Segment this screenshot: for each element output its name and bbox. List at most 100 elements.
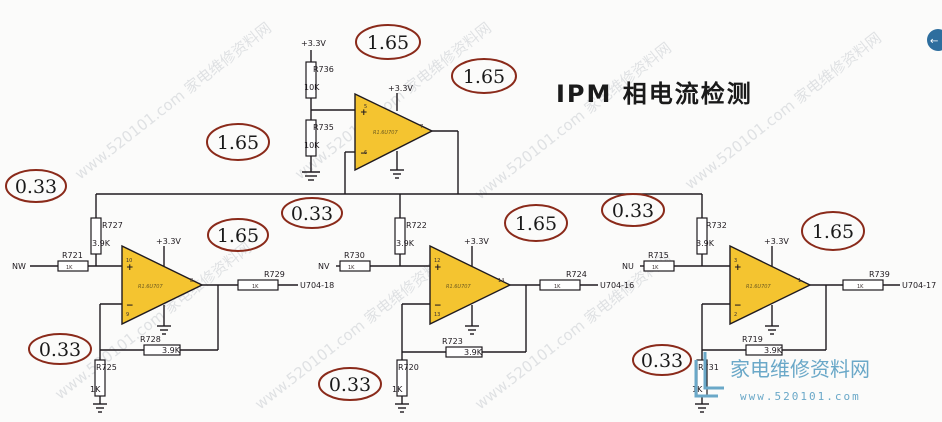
voltage-annotation: 1.65 — [355, 24, 421, 60]
supply-label: +3.3V — [764, 237, 789, 246]
page-title: IPM 相电流检测 — [556, 80, 753, 108]
resistor-value: 1K — [252, 284, 259, 290]
annotation-ring — [451, 58, 517, 94]
voltage-annotation: 1.65 — [504, 204, 568, 242]
resistor — [339, 260, 371, 272]
brand-mark-icon — [703, 352, 724, 390]
output-net-label: U704-17 — [902, 281, 936, 290]
resistor-ref: R725 — [96, 363, 117, 372]
brand-logo: 家电维修资料网 www.520101.com — [694, 352, 870, 403]
annotation-ring — [355, 24, 421, 60]
op-amp-part: R1.6U707 — [138, 284, 163, 290]
resistor — [90, 217, 102, 255]
annotation-value: 1.65 — [463, 66, 505, 88]
ground-symbol — [765, 325, 779, 335]
annotation-value: 0.33 — [291, 203, 333, 225]
pin-number: 14 — [498, 278, 504, 284]
resistor-ref: R731 — [698, 363, 719, 372]
output-net-label: U704-16 — [600, 281, 634, 290]
resistor-ref: R720 — [398, 363, 419, 372]
ground-symbol — [157, 325, 171, 335]
op-amp — [429, 244, 512, 326]
resistor-value: 3.9K — [396, 239, 415, 248]
watermark-text: www.520101.com 家电维修资料网 — [471, 39, 674, 203]
resistor-ref: R732 — [706, 221, 727, 230]
voltage-annotation: 0.33 — [318, 367, 382, 401]
op-amp-part: R1.6U707 — [446, 284, 471, 290]
resistor-value: 3.9K — [92, 239, 111, 248]
brand-url: www.520101.com — [740, 390, 861, 403]
pin-number: 13 — [434, 312, 440, 318]
input-net-label: NV — [318, 262, 330, 271]
resistor-ref: R721 — [62, 251, 83, 260]
pin-number: 5 — [364, 104, 367, 110]
annotation-value: 1.65 — [217, 225, 259, 247]
annotation-ring — [5, 169, 67, 203]
resistor-ref: R722 — [406, 221, 427, 230]
pin-number: 10 — [126, 258, 132, 264]
voltage-annotations: 1.651.651.650.330.331.651.650.331.650.33… — [5, 24, 865, 401]
resistor — [394, 217, 406, 255]
op-amp — [121, 244, 204, 326]
resistor-value: 3.9K — [764, 346, 783, 355]
voltage-annotation: 0.33 — [5, 169, 67, 203]
input-net-label: NW — [12, 262, 26, 271]
svg-text:+: + — [126, 263, 134, 273]
amplifier-channel: NWR7211KR7273.9KR1.6U707+−1098+3.3VR7251… — [12, 194, 334, 413]
annotation-value: 1.65 — [515, 213, 557, 235]
svg-text:−: − — [126, 301, 134, 311]
resistor-ref: R723 — [442, 337, 463, 346]
resistor-value: 1K — [90, 385, 101, 394]
svg-text:−: − — [360, 149, 368, 159]
resistor-value: 3.9K — [162, 346, 181, 355]
annotation-value: 0.33 — [15, 176, 57, 198]
annotation-value: 0.33 — [612, 200, 654, 222]
brand-mark-icon — [694, 360, 718, 398]
svg-text:+: + — [734, 263, 742, 273]
resistor-value: 1K — [857, 284, 864, 290]
resistor-value: 10K — [304, 83, 320, 92]
resistor-value: 1K — [348, 265, 355, 271]
pin-number: 8 — [190, 278, 193, 284]
resistor-ref: R730 — [344, 251, 365, 260]
voltage-annotation: 0.33 — [28, 333, 92, 365]
resistor-ref: R719 — [742, 335, 763, 344]
resistor-ref: R735 — [313, 123, 334, 132]
voltage-annotation: 0.33 — [281, 197, 343, 229]
resistor-value: 1K — [66, 265, 73, 271]
svg-text:+: + — [434, 263, 442, 273]
resistor-value: 1K — [652, 265, 659, 271]
amplifier-channel: NUR7151KR7323.9KR1.6U707+−321+3.3VR7311K… — [622, 194, 936, 413]
resistor-ref: R715 — [648, 251, 669, 260]
watermark-text: www.520101.com 家电维修资料网 — [681, 29, 884, 193]
voltage-annotation: 0.33 — [601, 193, 665, 227]
resistor-value: 1K — [554, 284, 561, 290]
pin-number: 12 — [434, 258, 440, 264]
ground-symbol — [390, 169, 404, 179]
amplifier-channels: NWR7211KR7273.9KR1.6U707+−1098+3.3VR7251… — [12, 194, 936, 413]
annotation-value: 0.33 — [641, 350, 683, 372]
resistor-ref: R736 — [313, 65, 334, 74]
output-net-label: U704-18 — [300, 281, 334, 290]
resistor-value: 1K — [392, 385, 403, 394]
corner-badge-icon: ← — [927, 29, 942, 51]
svg-text:−: − — [734, 301, 742, 311]
op-amp — [729, 244, 812, 326]
resistor-value: 10K — [304, 141, 320, 150]
annotation-value: 1.65 — [812, 221, 854, 243]
voltage-annotation: 1.65 — [451, 58, 517, 94]
reference-stage: +3.3V R736 10K R735 10K R1.6U707 + − 5 6… — [301, 39, 459, 194]
op-amp-part: R1.6U707 — [746, 284, 771, 290]
brand-name: 家电维修资料网 — [730, 357, 870, 381]
op-amp — [354, 92, 434, 172]
pin-number: 2 — [734, 312, 737, 318]
resistor-ref: R729 — [264, 270, 285, 279]
input-net-label: NU — [622, 262, 634, 271]
annotation-value: 1.65 — [367, 32, 409, 54]
pin-number: 6 — [364, 150, 367, 156]
annotation-ring — [207, 218, 269, 252]
pin-number: 3 — [734, 258, 737, 264]
svg-text:−: − — [434, 301, 442, 311]
